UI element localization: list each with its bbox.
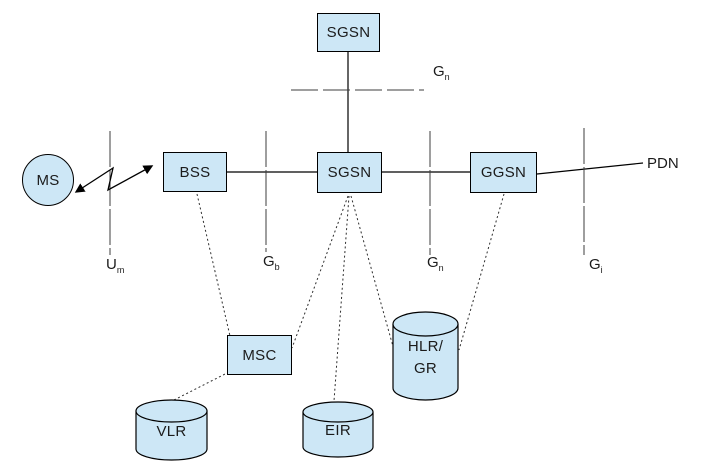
- gn-top-label-sub: n: [444, 72, 450, 82]
- eir-label: EIR: [325, 422, 351, 439]
- msc-vlr-dotted-line: [173, 371, 230, 401]
- gn-top-interface-label: Gn: [433, 63, 450, 82]
- bss-node: BSS: [163, 152, 227, 192]
- ms-node: MS: [22, 154, 74, 206]
- sgsn-hlr-dotted-line: [350, 195, 395, 351]
- gb-label-sub: b: [274, 262, 280, 272]
- gn-interface-label: Gn: [427, 254, 444, 273]
- um-label-sub: m: [116, 265, 125, 275]
- gi-label-main: G: [589, 256, 601, 273]
- sgsn-node: SGSN: [317, 152, 382, 193]
- um-interface-label: Um: [106, 256, 125, 275]
- pdn-label: PDN: [647, 155, 679, 172]
- hlr-gr-label: HLR/ GR: [393, 336, 458, 380]
- gb-interface-label: Gb: [263, 253, 280, 272]
- ggsn-pdn-link-line: [536, 162, 644, 175]
- um-label-main: U: [106, 256, 117, 273]
- gn-label-main: G: [427, 254, 439, 271]
- msc-node: MSC: [227, 335, 292, 375]
- hlr-label-line1: HLR/: [407, 338, 444, 355]
- hlr-gr-cylinder: [392, 311, 459, 401]
- hlr-label-line2: GR: [413, 360, 438, 377]
- bss-msc-dotted-line: [196, 193, 231, 337]
- sgsn-msc-dotted-line: [291, 195, 349, 349]
- vlr-label: VLR: [156, 423, 187, 440]
- radio-link-lightning-arrow: [74, 165, 154, 193]
- gb-label-main: G: [263, 253, 275, 270]
- eir-cylinder: [302, 401, 374, 458]
- vlr-cylinder: [135, 399, 208, 461]
- ggsn-hlr-dotted-line: [458, 193, 505, 351]
- gi-label-sub: i: [600, 265, 603, 275]
- sgsn-eir-dotted-line: [333, 195, 350, 402]
- sgsn-top-node: SGSN: [317, 13, 380, 52]
- gn-top-label-main: G: [433, 63, 445, 80]
- gn-label-sub: n: [438, 263, 444, 273]
- gi-interface-label: Gi: [589, 256, 603, 275]
- ggsn-node: GGSN: [470, 152, 537, 193]
